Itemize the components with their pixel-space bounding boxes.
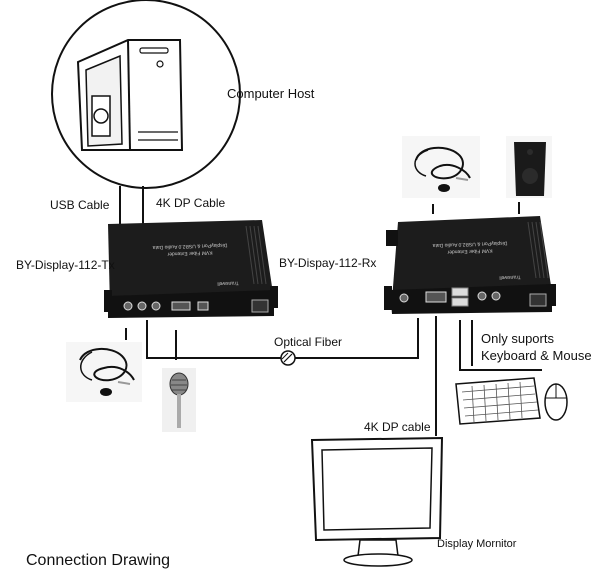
tx-product-line1: DisplayPort & USB2.0 Audio Data — [152, 242, 227, 251]
display-monitor-icon — [310, 436, 444, 567]
drawing-title: Connection Drawing — [26, 552, 171, 569]
tx-device-label: BY-Display-112-Tx — [16, 258, 115, 272]
usb-kbm-line — [459, 320, 542, 371]
tx-product-line2: KVM Fiber Extender — [167, 249, 213, 257]
rx-device — [384, 216, 556, 314]
only-supports-label: Only suports — [481, 331, 554, 346]
optical-fiber-label: Optical Fiber — [274, 335, 343, 349]
ir-cable-icon — [402, 136, 480, 198]
ir-cable-tx-icon — [66, 342, 142, 402]
speaker-icon — [506, 136, 552, 198]
mouse-icon — [544, 383, 568, 421]
rx-product-line1: DisplayPort & USB2.0 Audio Data — [432, 240, 507, 249]
keyboard-icon — [455, 377, 541, 425]
tx-device — [104, 220, 278, 318]
display-monitor-label: Display Mornitor — [437, 538, 517, 550]
tx-brand-logo: Transwell — [217, 280, 238, 287]
computer-host-icon — [51, 0, 241, 189]
dp-cable-tx-label: 4K DP Cable — [156, 196, 226, 210]
computer-host-label: Computer Host — [227, 86, 315, 101]
microphone-icon — [162, 368, 196, 432]
rx-product-line2: KVM Fiber Extender — [447, 247, 493, 255]
keyboard-mouse-label: Keyboard & Mouse — [481, 348, 592, 363]
rx-device-label: BY-Dispay-112-Rx — [279, 256, 377, 270]
usb-cable-label: USB Cable — [50, 198, 110, 212]
dp-cable-rx-label: 4K DP cable — [364, 420, 431, 434]
rx-brand-logo: Transwell — [499, 274, 520, 281]
